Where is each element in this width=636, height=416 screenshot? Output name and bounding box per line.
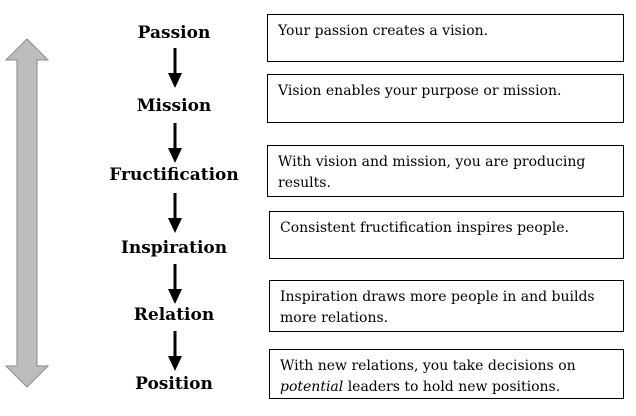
stage-label-relation: Relation (133, 305, 215, 325)
down-arrow-icon (168, 48, 182, 88)
stage-description-position: With new relations, you take decisions o… (269, 349, 624, 399)
double-arrow-icon (4, 38, 50, 388)
stage-description-passion: Your passion creates a vision. (267, 14, 624, 62)
stage-description-relation: Inspiration draws more people in and bui… (269, 280, 624, 332)
position-description-end: leaders to hold new positions. (343, 379, 561, 395)
down-arrow-icon (168, 193, 182, 233)
down-arrow-icon (168, 331, 182, 371)
stage-label-fructification: Fructification (109, 165, 239, 185)
stage-description-fructification: With vision and mission, you are produci… (267, 145, 624, 197)
down-arrow-icon (168, 264, 182, 304)
stage-description-inspiration: Consistent fructification inspires peopl… (269, 211, 624, 259)
stage-description-mission: Vision enables your purpose or mission. (267, 74, 624, 123)
position-description-emphasis: potential (280, 379, 344, 395)
stage-label-position: Position (135, 374, 213, 394)
down-arrow-icon (168, 123, 182, 163)
stage-label-inspiration: Inspiration (120, 238, 228, 258)
stage-label-passion: Passion (137, 23, 211, 43)
stage-label-mission: Mission (136, 96, 212, 116)
position-description-start: With new relations, you take decisions o… (280, 358, 576, 374)
